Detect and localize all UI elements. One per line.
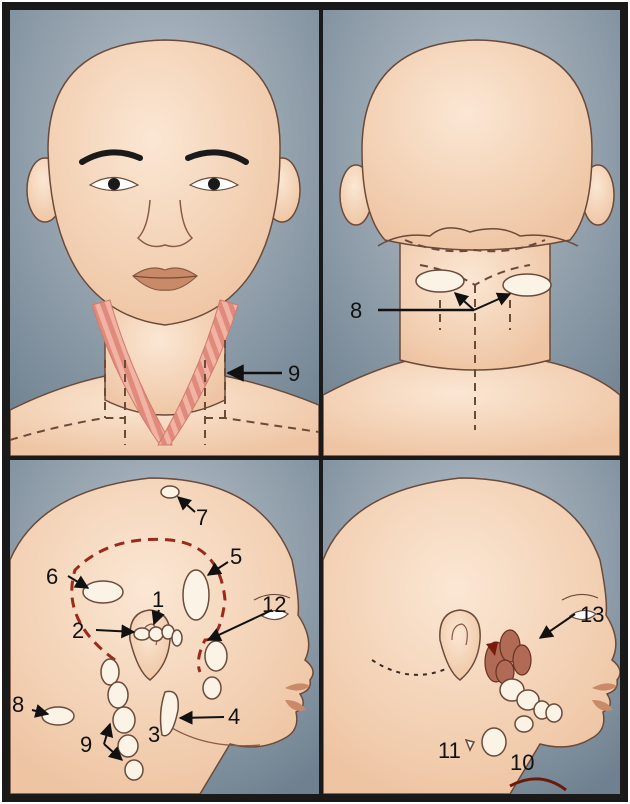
panel-side-view-parotid: 13 11 10 <box>323 460 620 794</box>
occipital-node-left <box>416 270 464 292</box>
label-7: 7 <box>196 505 208 530</box>
label-4: 4 <box>228 704 240 729</box>
label-11: 11 <box>438 738 461 763</box>
occipital-node-right <box>503 274 551 296</box>
label-5: 5 <box>230 544 242 569</box>
label-10: 10 <box>510 750 534 775</box>
label-6: 6 <box>46 564 58 589</box>
label-2: 2 <box>72 618 84 643</box>
label-3: 3 <box>148 722 160 747</box>
label-1: 1 <box>152 587 164 612</box>
label-8-back: 8 <box>350 298 362 323</box>
panel-front-view: 9 <box>10 10 319 456</box>
panel-side-view-nodes: 7 6 5 1 2 12 8 4 3 9 <box>10 460 319 794</box>
label-9-side: 9 <box>80 732 92 757</box>
panel-back-view: 8 <box>323 10 620 456</box>
label-8-side: 8 <box>12 692 24 717</box>
label-12: 12 <box>262 592 286 617</box>
label-13: 13 <box>580 602 604 627</box>
label-9-front: 9 <box>288 361 300 386</box>
